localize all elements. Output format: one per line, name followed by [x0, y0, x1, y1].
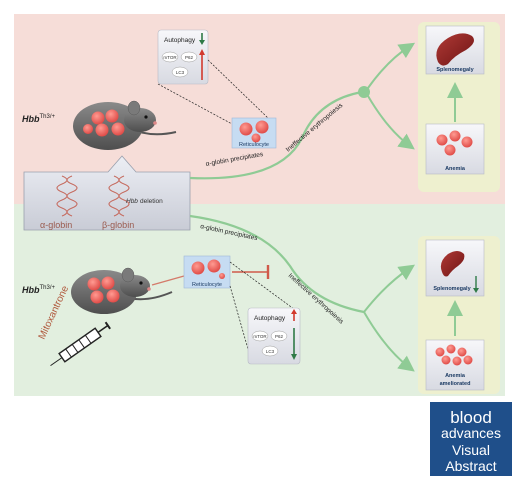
bottom-autophagy-box: Autophagy mTOR P62 LC3	[247, 307, 301, 365]
top-lc3-label: LC3	[176, 70, 185, 75]
bottom-anemia-label-line2: ameliorated	[440, 381, 471, 387]
bottom-p62-label: P62	[275, 334, 284, 339]
alpha-globin-helix-icon	[56, 175, 78, 217]
bottom-anemia-card: Anemia ameliorated	[425, 339, 485, 391]
logo-line3: Visual	[452, 442, 490, 458]
top-autophagy-down-arrow-icon	[199, 33, 205, 45]
bottom-flow-curve	[189, 214, 365, 314]
top-autophagy-title: Autophagy	[164, 37, 196, 44]
mouse-to-reticulocyte-line	[151, 275, 185, 286]
bottom-dotted-line-left	[229, 285, 251, 357]
top-mouse-icon	[73, 100, 177, 150]
blood-advances-logo: blood advances Visual Abstract	[430, 402, 512, 476]
bottom-dotted-line-right	[229, 261, 299, 313]
top-genotype-label: HbbTh3/+	[22, 114, 56, 124]
top-splenomegaly-card: Splenomegaly	[425, 25, 485, 75]
logo-line2: advances	[441, 425, 501, 441]
bottom-splenomegaly-label: Splenomegaly	[433, 286, 471, 292]
top-flow-curve	[189, 90, 363, 180]
bottom-autophagy-up-arrow-icon	[291, 309, 297, 321]
gene-box	[23, 155, 191, 231]
top-mtor-label: mTOR	[163, 55, 177, 60]
bottom-reticulocyte-label: Reticulocyte	[192, 282, 222, 288]
beta-globin-label: β-globin	[102, 220, 134, 230]
inhibition-bar-icon	[232, 265, 270, 279]
logo-line4: Abstract	[445, 458, 496, 474]
top-reticulocyte-box: Reticulocyte	[231, 117, 277, 149]
top-markers-up-arrow-icon	[199, 49, 205, 80]
bottom-markers-down-arrow-icon	[291, 328, 297, 360]
top-autophagy-box: Autophagy mTOR P62 LC3	[157, 29, 209, 85]
hbb-deletion-gene: Hbb	[126, 198, 138, 205]
top-reticulocyte-label: Reticulocyte	[239, 142, 269, 148]
alpha-globin-label: α-globin	[40, 220, 72, 230]
top-p62-label: P62	[185, 55, 194, 60]
bottom-splenomegaly-down-arrow-icon	[473, 276, 479, 293]
syringe-icon	[50, 321, 111, 367]
bottom-branch-up	[363, 264, 415, 313]
top-branch-down	[367, 95, 415, 150]
bottom-reticulocyte-box: Reticulocyte	[183, 255, 231, 289]
bottom-splenomegaly-card: Splenomegaly	[425, 239, 485, 297]
bottom-anemia-label-line1: Anemia	[445, 373, 466, 379]
top-anemia-label: Anemia	[445, 166, 466, 172]
logo-line1: blood	[450, 408, 492, 427]
hbb-deletion-word: deletion	[140, 198, 163, 205]
top-anemia-card: Anemia	[425, 123, 485, 175]
beta-globin-helix-icon	[108, 175, 130, 217]
bottom-genotype-label: HbbTh3/+	[22, 285, 56, 295]
top-branch-up	[367, 42, 416, 89]
bottom-branch-down	[363, 311, 415, 372]
top-dotted-line-left	[157, 83, 233, 125]
bottom-spleen-icon	[440, 251, 465, 277]
top-junction-node	[358, 86, 370, 98]
top-spleen-icon	[436, 33, 474, 66]
top-splenomegaly-label: Splenomegaly	[436, 67, 474, 73]
bottom-autophagy-title: Autophagy	[254, 315, 286, 322]
bottom-lc3-label: LC3	[266, 349, 275, 354]
bottom-mouse-icon	[71, 267, 173, 314]
bottom-mtor-label: mTOR	[253, 334, 267, 339]
